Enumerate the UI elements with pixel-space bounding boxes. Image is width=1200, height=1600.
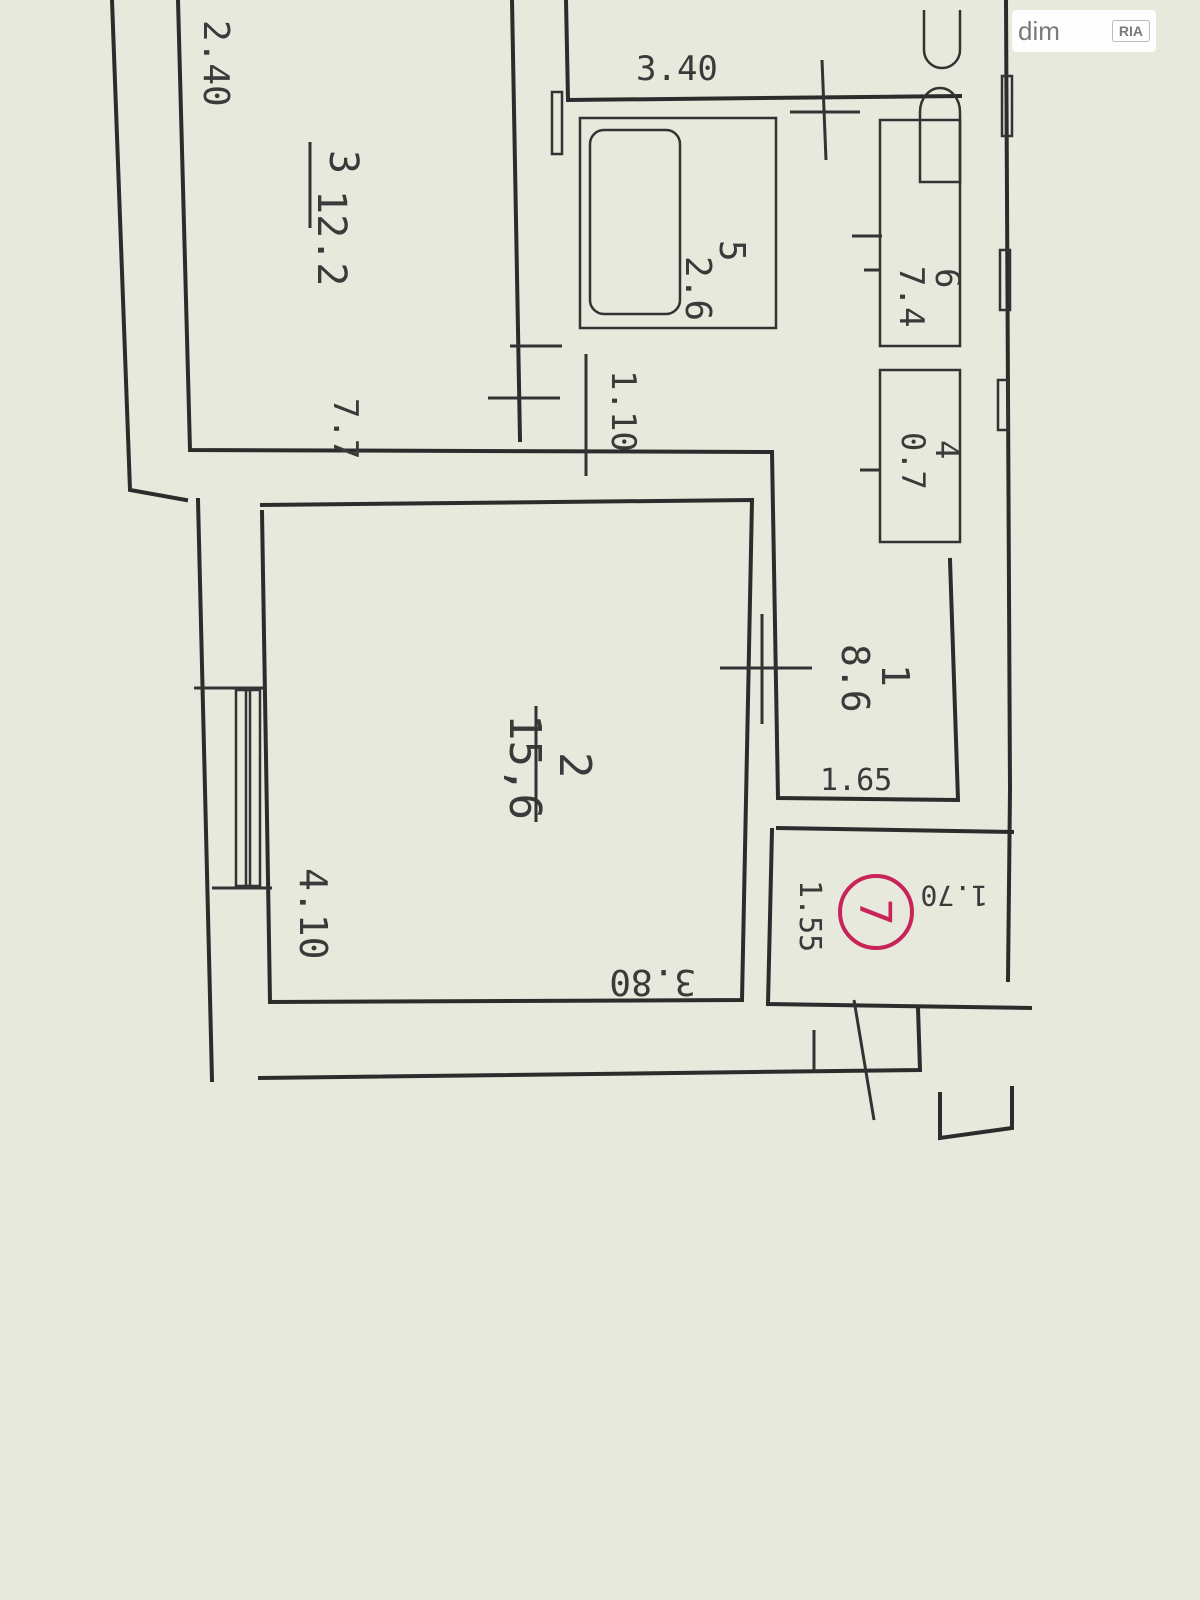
room-4-number: 4 bbox=[928, 440, 966, 459]
window bbox=[194, 686, 272, 890]
room-1-number: 1 bbox=[873, 664, 917, 687]
room-4-area: 0.7 bbox=[894, 432, 932, 490]
room-2-area: 15,6 bbox=[499, 714, 550, 820]
dim-top-bath: 3.40 bbox=[636, 49, 718, 89]
bathroom-fixtures bbox=[578, 10, 962, 544]
dim-room3-label: 7.7 bbox=[325, 398, 365, 459]
stamp-circle bbox=[838, 874, 914, 950]
watermark-logo: dim RIA bbox=[1012, 10, 1156, 52]
room-1-area: 8.6 bbox=[833, 644, 877, 713]
room-3-number: 3 bbox=[320, 150, 366, 174]
dim-vestibule-width: 1.70 bbox=[921, 879, 988, 912]
dimension-labels: 2.40 3.40 1.10 7.7 1.65 1.70 1.55 4.10 3… bbox=[195, 20, 988, 1002]
dim-room2-width: 3.80 bbox=[609, 961, 696, 1002]
watermark-right-text: RIA bbox=[1111, 20, 1150, 42]
room-6-area: 7.4 bbox=[891, 266, 931, 327]
watermark-left-text: dim bbox=[1018, 15, 1060, 46]
dim-corridor: 1.10 bbox=[603, 370, 643, 452]
stamp-number: 7 bbox=[849, 898, 900, 926]
room-labels: 3 12.2 5 2.6 6 7.4 4 0.7 1 8.6 2 15,6 bbox=[308, 142, 967, 822]
room-5-number: 5 bbox=[711, 240, 752, 262]
inventory-stamp: 7 bbox=[838, 874, 914, 950]
dim-room2-depth: 4.10 bbox=[291, 868, 335, 960]
room-2-number: 2 bbox=[549, 752, 600, 779]
room-5-area: 2.6 bbox=[677, 256, 718, 321]
room-3-area: 12.2 bbox=[308, 190, 354, 286]
dim-vestibule-depth: 1.55 bbox=[792, 880, 827, 952]
dim-top-left: 2.40 bbox=[195, 20, 236, 107]
room-6-number: 6 bbox=[927, 268, 967, 288]
dim-hall-width: 1.65 bbox=[820, 763, 892, 798]
walls bbox=[109, 0, 1033, 1141]
door-marks bbox=[488, 59, 1014, 1121]
